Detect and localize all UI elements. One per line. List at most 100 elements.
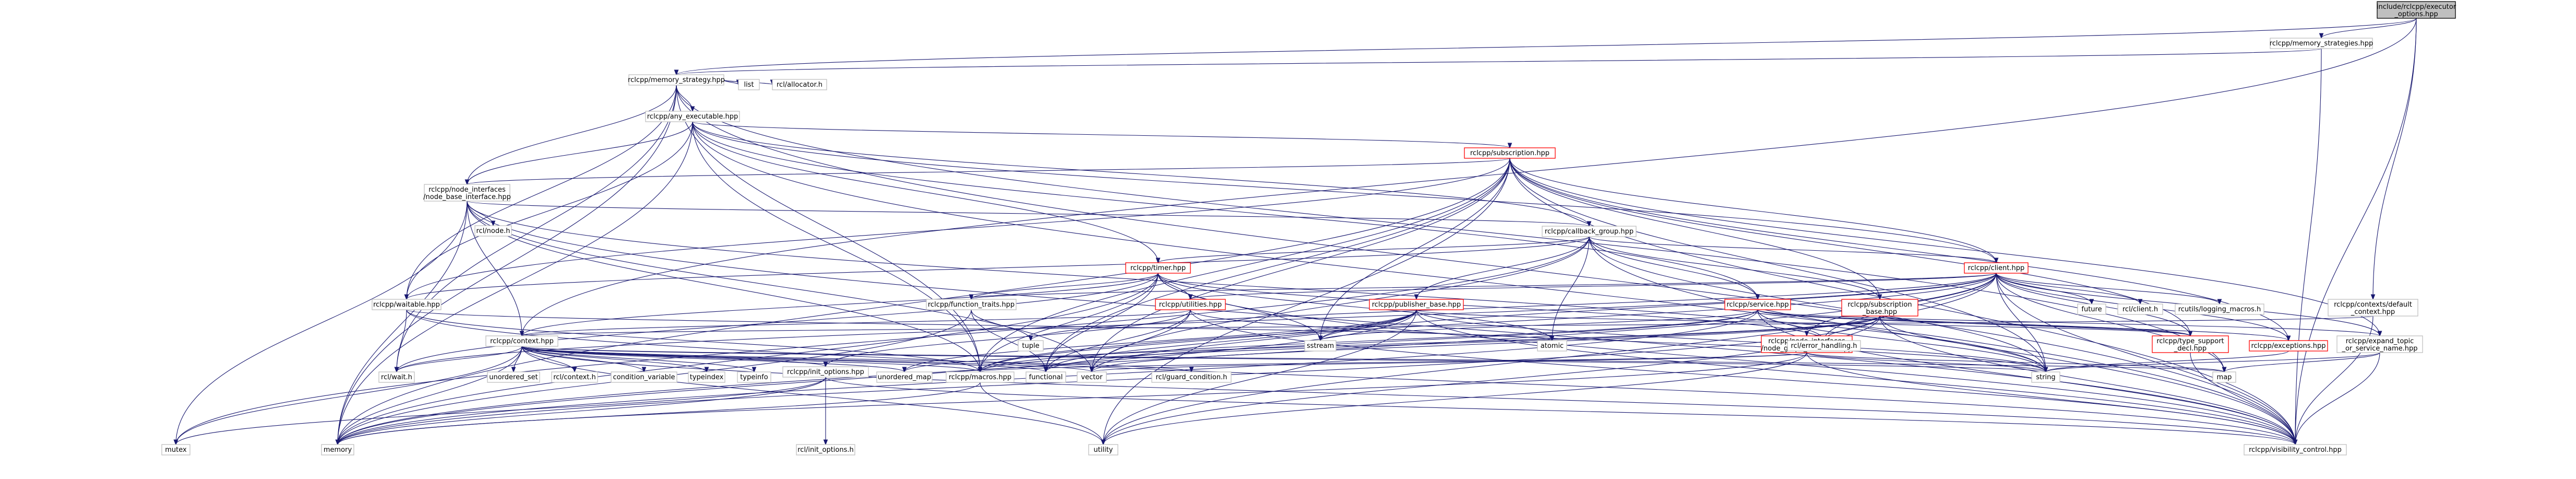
edge-subscription-to-memory	[335, 158, 1510, 446]
node-typeindex: typeindex	[688, 371, 725, 383]
node-client[interactable]: rclcpp/client.hpp	[1964, 262, 2029, 274]
node-subscription-base[interactable]: rclcpp/subscription_base.hpp	[1841, 299, 1918, 317]
node-label: list	[744, 81, 754, 89]
node-label: tuple	[1022, 342, 1039, 350]
node-label: rcl/wait.h	[381, 373, 412, 381]
node-label: _decl.hpp	[2174, 345, 2207, 353]
node-label: rclcpp/client.hpp	[1968, 264, 2024, 272]
edge-root-to-visibility-control	[2293, 18, 2417, 446]
edge-any-executable-to-subscription	[692, 121, 1512, 149]
edge-node-graph-interface-to-map	[1806, 352, 2227, 373]
node-context[interactable]: rclcpp/context.hpp	[485, 335, 558, 347]
node-any-executable[interactable]: rclcpp/any_executable.hpp	[645, 111, 740, 122]
node-label: unordered_map	[878, 373, 932, 381]
node-service[interactable]: rclcpp/service.hpp	[1724, 299, 1791, 310]
node-unordered-map: unordered_map	[876, 371, 933, 383]
node-label: rclcpp/exceptions.hpp	[2251, 342, 2325, 350]
edge-any-executable-to-macros	[692, 121, 983, 373]
edge-memory-strategy-to-macros	[676, 85, 983, 373]
node-label: rclcpp/memory_strategy.hpp	[628, 76, 725, 84]
edge-memory-strategies-to-memory-strategy	[674, 48, 2322, 76]
edge-context-to-unordered-map	[521, 346, 907, 373]
node-label: rcutils/logging_macros.h	[2178, 306, 2261, 313]
node-label: _base.hpp	[1862, 308, 1897, 316]
edge-root-to-memory-strategy	[674, 18, 2417, 76]
nodes-layer: include/rclcpp/executor_options.hpprclcp…	[161, 1, 2456, 455]
node-macros[interactable]: rclcpp/macros.hpp	[946, 371, 1015, 383]
node-typeinfo: typeinfo	[737, 371, 771, 383]
node-list: list	[738, 79, 760, 90]
node-label: typeindex	[690, 373, 724, 381]
node-timer[interactable]: rclcpp/timer.hpp	[1125, 262, 1191, 274]
node-label: /node_base_interface.hpp	[423, 193, 511, 201]
node-tuple: tuple	[1018, 340, 1044, 352]
node-rcl-node: rcl/node.h	[474, 225, 512, 237]
edge-client-to-function-traits	[969, 273, 1997, 300]
node-vector: vector	[1077, 371, 1107, 383]
node-utility: utility	[1088, 444, 1118, 455]
node-functional: functional	[1025, 371, 1066, 383]
edge-waitable-to-rcl-wait	[394, 309, 407, 373]
node-string: string	[2031, 371, 2060, 383]
edge-init-options-to-visibility-control	[825, 377, 2298, 446]
edge-root-to-memory-strategies	[2319, 18, 2417, 39]
edge-any-executable-to-client	[692, 121, 1999, 264]
node-label: rcl/error_handling.h	[1791, 342, 1857, 350]
node-map: map	[2212, 371, 2236, 383]
edge-context-to-guard-condition	[521, 346, 1194, 373]
node-allocator: rcl/allocator.h	[772, 79, 827, 90]
node-label: rclcpp/any_executable.hpp	[647, 113, 738, 121]
node-label: functional	[1029, 373, 1063, 381]
node-publisher-base[interactable]: rclcpp/publisher_base.hpp	[1369, 299, 1464, 310]
node-label: rclcpp/subscription	[1847, 301, 1912, 309]
edge-service-to-expand-topic	[1757, 309, 2382, 337]
node-subscription[interactable]: rclcpp/subscription.hpp	[1464, 147, 1556, 159]
node-utilities[interactable]: rclcpp/utilities.hpp	[1155, 299, 1226, 310]
node-label: sstream	[1307, 342, 1334, 350]
node-rcutils-logging: rcutils/logging_macros.h	[2175, 303, 2264, 315]
node-callback-group[interactable]: rclcpp/callback_group.hpp	[1542, 226, 1637, 237]
node-rcl-context: rcl/context.h	[551, 371, 598, 383]
node-label: future	[2081, 306, 2102, 313]
node-label: rclcpp/utilities.hpp	[1159, 301, 1222, 309]
node-label: condition_variable	[613, 373, 675, 381]
edge-context-to-rcl-wait	[394, 346, 522, 373]
node-node-base-interface[interactable]: rclcpp/node_interfaces/node_base_interfa…	[423, 184, 511, 202]
edge-memory-strategy-to-any-executable	[676, 85, 695, 112]
edge-expand-topic-to-map	[2222, 352, 2380, 373]
edge-any-executable-to-node-base-interface	[464, 121, 693, 185]
edge-memory-strategy-to-memory	[335, 85, 677, 446]
node-exceptions[interactable]: rclcpp/exceptions.hpp	[2249, 340, 2328, 352]
edge-context-to-unordered-set	[511, 346, 522, 373]
node-contexts-default[interactable]: rclcpp/contexts/default_context.hpp	[2328, 299, 2418, 317]
edge-init-options-to-memory	[335, 377, 826, 446]
node-label: rclcpp/publisher_base.hpp	[1372, 301, 1461, 309]
node-rcl-error-handling: rcl/error_handling.h	[1787, 340, 1861, 352]
node-label: rclcpp/macros.hpp	[949, 373, 1011, 381]
node-expand-topic[interactable]: rclcpp/expand_topic_or_service_name.hpp	[2336, 335, 2423, 353]
edge-any-executable-to-service	[692, 121, 1760, 300]
edge-subscription-to-node-base-interface	[464, 158, 1510, 185]
node-type-support-decl[interactable]: rclcpp/type_support_decl.hpp	[2152, 335, 2229, 353]
node-function-traits[interactable]: rclcpp/function_traits.hpp	[926, 299, 1017, 310]
edge-type-support-decl-to-visibility-control	[2190, 352, 2298, 446]
node-label: rclcpp/type_support	[2156, 337, 2224, 345]
node-condition-variable: condition_variable	[611, 371, 677, 383]
node-memory-strategies[interactable]: rclcpp/memory_strategies.hpp	[2270, 38, 2373, 49]
node-label: memory	[324, 446, 352, 454]
node-label: rcl/context.h	[553, 373, 596, 381]
node-label: rclcpp/visibility_control.hpp	[2249, 446, 2342, 454]
node-label: rclcpp/init_options.hpp	[787, 368, 864, 376]
node-rcl-init-options: rcl/init_options.h	[796, 444, 855, 455]
node-label: atomic	[1541, 342, 1564, 350]
node-label: rclcpp/service.hpp	[1726, 301, 1788, 309]
edge-node-base-interface-to-memory	[335, 201, 468, 446]
edge-macros-to-memory	[335, 382, 981, 446]
node-label: unordered_set	[489, 373, 538, 381]
node-memory-strategy[interactable]: rclcpp/memory_strategy.hpp	[628, 74, 725, 86]
node-init-options[interactable]: rclcpp/init_options.hpp	[782, 366, 869, 378]
node-waitable[interactable]: rclcpp/waitable.hpp	[372, 299, 442, 310]
edge-service-to-exceptions	[1757, 309, 2291, 342]
node-visibility-control[interactable]: rclcpp/visibility_control.hpp	[2244, 444, 2347, 455]
